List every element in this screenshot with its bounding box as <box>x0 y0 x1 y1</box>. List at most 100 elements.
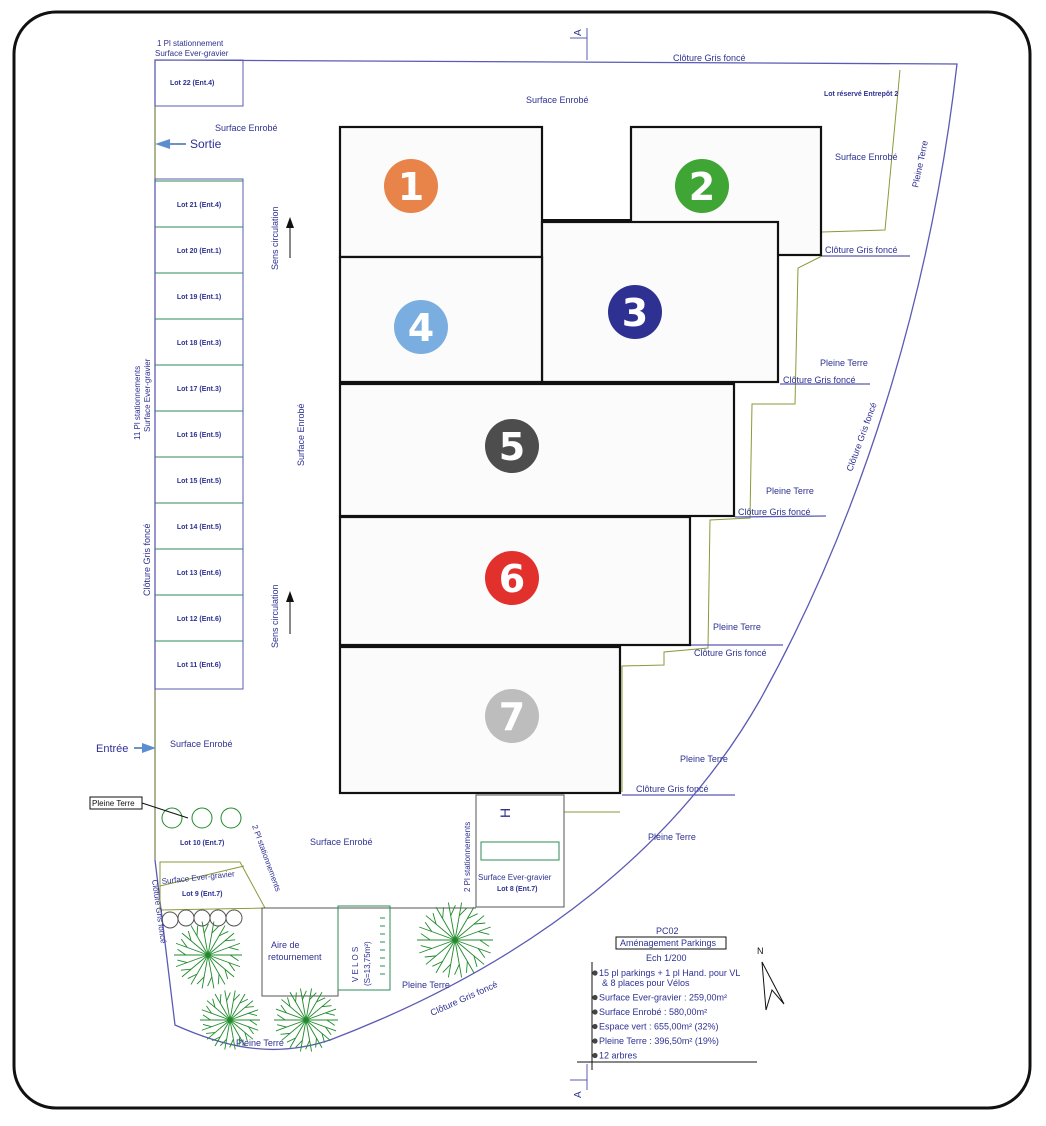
legend-bullet <box>592 1038 598 1044</box>
aire-label-1: Aire de <box>271 940 300 950</box>
top-fence-label: Clôture Gris foncé <box>673 53 746 63</box>
site-boundary <box>154 59 958 1051</box>
building-3-number: 3 <box>622 291 648 335</box>
handicap-parking <box>475 794 565 908</box>
pleine-terre-label-4: Pleine Terre <box>680 754 728 764</box>
parking-lot-label: Lot 21 (Ent.4) <box>177 202 221 209</box>
building-5-number: 5 <box>499 425 525 469</box>
circulation-arrow-top <box>286 217 294 258</box>
north-arrow <box>761 961 785 1011</box>
circulation-arrow-bottom <box>286 591 294 634</box>
section-marker-bottom <box>570 1064 588 1090</box>
lot-reserve-label: Lot réservé Entrepôt 2 <box>824 91 898 98</box>
building-2-marker <box>675 159 729 213</box>
legend-item: 12 arbres <box>599 1051 638 1061</box>
fence-label-4: Clôture Gris foncé <box>694 648 767 658</box>
handicap-symbol: H <box>497 808 513 818</box>
left-fence-label: Clôture Gris foncé <box>142 523 152 596</box>
parking-lot-label: Lot 14 (Ent.5) <box>177 524 221 531</box>
pleine-terre-callout-label: Pleine Terre <box>92 799 135 808</box>
pleine-terre-label-2: Pleine Terre <box>766 486 814 496</box>
legend-item: Surface Ever-gravier : 259,00m² <box>599 993 727 1003</box>
fence-label-1: Clôture Gris foncé <box>825 245 898 255</box>
lot-22-box <box>154 59 244 107</box>
top-parking-surface-label: Surface Ever-gravier <box>155 49 229 58</box>
legend-item: Surface Enrobé : 580,00m² <box>599 1007 707 1017</box>
shrubs <box>161 807 243 929</box>
building-5-marker <box>485 419 539 473</box>
surface-left-top-label: Surface Enrobé <box>215 123 278 133</box>
parking-lot-label: Lot 19 (Ent.1) <box>177 294 221 301</box>
sortie-arrow <box>155 139 186 149</box>
building-1-marker <box>384 159 438 213</box>
building-7-marker <box>485 689 539 743</box>
legend-bullet <box>592 1052 598 1059</box>
building-1 <box>338 125 544 259</box>
surface-bottom-label: Surface Enrobé <box>310 837 373 847</box>
left-parking-surface-label: Surface Ever-gravier <box>143 358 152 432</box>
lot-8-label: Lot 8 (Ent.7) <box>497 886 537 893</box>
fence-label-5: Clôture Gris foncé <box>636 784 709 794</box>
left-parking-column: Lot 21 (Ent.4) Lot 20 (Ent.1) Lot 19 (Ent.… <box>154 178 244 690</box>
building-6-number: 6 <box>499 557 525 601</box>
north-label: N <box>757 946 764 956</box>
legend-bullet <box>592 970 598 976</box>
lot-9-label: Lot 9 (Ent.7) <box>182 891 222 898</box>
pleine-terre-label-5: Pleine Terre <box>648 832 696 842</box>
top-parking-label: 1 Pl stationnement <box>157 39 224 48</box>
left-parking-count-label: 11 Pl stationnements <box>133 366 142 440</box>
building-7-number: 7 <box>499 695 525 739</box>
building-3-marker <box>608 285 662 339</box>
parking-lot-label: Lot 17 (Ent.3) <box>177 386 221 393</box>
bike-parking <box>337 905 391 991</box>
surface-mid-label: Surface Enrobé <box>296 403 306 466</box>
fence-label-3: Clôture Gris foncé <box>738 507 811 517</box>
section-marker-top <box>570 28 588 60</box>
trees <box>174 902 493 1052</box>
surface-ever-lot8-label: Surface Ever-gravier <box>478 873 552 882</box>
legend-scale: Ech 1/200 <box>646 953 687 963</box>
parking-lot-label: Lot 11 (Ent.6) <box>177 662 221 669</box>
legend-bullet <box>592 1009 598 1015</box>
surface-right-label: Surface Enrobé <box>835 152 898 162</box>
building-6-marker <box>485 551 539 605</box>
legend-title-box <box>615 936 727 950</box>
sens-circulation-bottom: Sens circulation <box>270 584 280 648</box>
building-1-number: 1 <box>398 165 424 209</box>
legend-code: PC02 <box>656 926 679 936</box>
legend-item: Pleine Terre : 396,50m² (19%) <box>599 1036 719 1046</box>
parking-lot-label: Lot 15 (Ent.5) <box>177 478 221 485</box>
pleine-terre-bottom-label: Pleine Terre <box>402 980 450 990</box>
legend: 15 pl parkings + 1 pl Hand. pour VL& 8 p… <box>577 936 757 1070</box>
pleine-terre-label-1: Pleine Terre <box>820 358 868 368</box>
legend-item: 15 pl parkings + 1 pl Hand. pour VL <box>599 968 740 978</box>
entree-arrow <box>134 743 156 753</box>
velos-label: V E L O S <box>351 947 360 982</box>
entree-label: Entrée <box>96 743 128 755</box>
section-label-bottom: A <box>573 1091 584 1098</box>
lot-10-label: Lot 10 (Ent.7) <box>180 840 224 847</box>
pleine-terre-bottom-label-2: Pleine Terre <box>236 1038 284 1048</box>
tree-icon <box>200 990 260 1050</box>
parking-lot-label: Lot 20 (Ent.1) <box>177 248 221 255</box>
building-4-number: 4 <box>408 306 434 350</box>
building-7 <box>338 645 622 795</box>
sortie-label: Sortie <box>190 137 222 151</box>
surface-entree-label: Surface Enrobé <box>170 739 233 749</box>
parking-lot-label: Lot 16 (Ent.5) <box>177 432 221 439</box>
sens-circulation-top: Sens circulation <box>270 206 280 270</box>
surface-top-label: Surface Enrobé <box>526 95 589 105</box>
legend-item: & 8 places pour Vélos <box>602 978 690 988</box>
tree-icon <box>174 921 242 989</box>
section-label-top: A <box>573 29 584 36</box>
lot-22-label: Lot 22 (Ent.4) <box>170 80 214 87</box>
building-4-marker <box>394 300 448 354</box>
aire-label-2: retournement <box>268 952 322 962</box>
legend-bullet <box>592 994 598 1001</box>
velos-area-label: (S=13,75m²) <box>363 941 372 986</box>
two-pl-right-label: 2 Pl stationnements <box>463 822 472 892</box>
parking-lot-label: Lot 13 (Ent.6) <box>177 570 221 577</box>
parking-lot-label: Lot 18 (Ent.3) <box>177 340 221 347</box>
